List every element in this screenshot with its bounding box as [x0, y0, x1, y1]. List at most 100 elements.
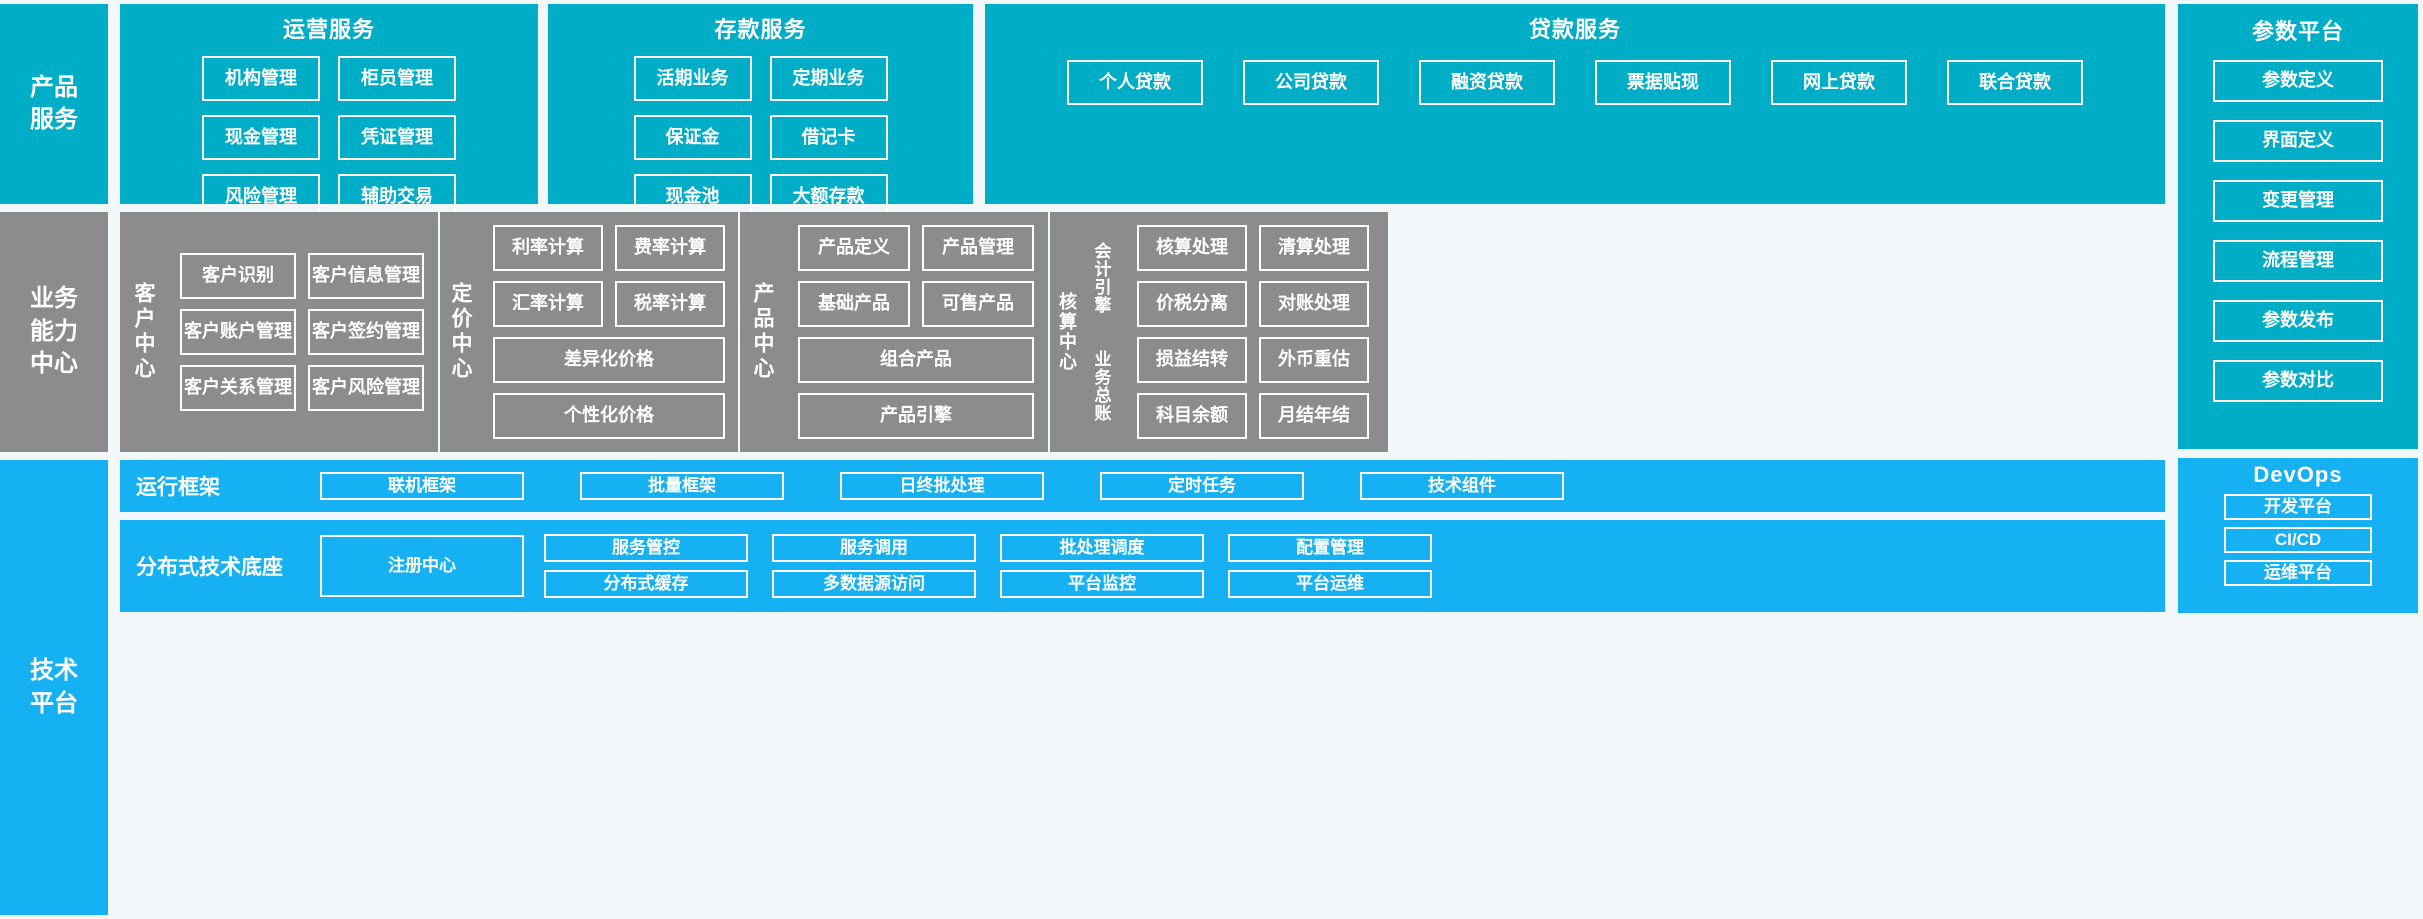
service-item-pingzhengguanli[interactable]: 凭证管理	[338, 115, 456, 160]
accounting-subgroup-label-engine: 会计引擎	[1091, 242, 1111, 314]
param-item-canshufabu[interactable]: 参数发布	[2213, 300, 2383, 342]
product-rail-line2: 服务	[30, 106, 78, 133]
base-column-4: 配置管理 平台运维	[1228, 534, 1432, 598]
panel-devops: DevOps 开发平台 CI/CD 运维平台	[2178, 458, 2418, 613]
base-item-fuwuguankong[interactable]: 服务管控	[544, 534, 748, 562]
group-title-operation: 运营服务	[282, 17, 375, 42]
param-item-liuchengguanli[interactable]: 流程管理	[2213, 240, 2383, 282]
center-customer: 客户中心 客户识别 客户信息管理 客户账户管理 客户签约管理 客户关系管理 客户…	[120, 212, 438, 452]
base-item-duoshujuyuanfangwen[interactable]: 多数据源访问	[772, 570, 976, 598]
pricing-item-gexinghuajiage[interactable]: 个性化价格	[493, 393, 725, 439]
group-deposit-service: 存款服务 活期业务 定期业务 保证金 借记卡 现金池 大额存款 结构性存款 账户…	[548, 4, 973, 337]
runtime-item-lianjikuangjia[interactable]: 联机框架	[320, 472, 524, 500]
service-item-jigouguanli[interactable]: 机构管理	[202, 56, 320, 101]
runtime-item-jishuzujian[interactable]: 技术组件	[1360, 472, 1564, 500]
accounting-subgroup-label-ledger: 业务总账	[1091, 350, 1111, 422]
pricing-item-shuilvjisuan[interactable]: 税率计算	[615, 281, 725, 327]
product-item-chanpinguanli[interactable]: 产品管理	[922, 225, 1034, 271]
service-item-rongzidaikuan[interactable]: 融资贷款	[1419, 60, 1555, 105]
accounting-item-waibichonggu[interactable]: 外币重估	[1259, 337, 1369, 383]
pricing-item-feilvjisuan[interactable]: 费率计算	[615, 225, 725, 271]
accounting-item-jiashuifenli[interactable]: 价税分离	[1137, 281, 1247, 327]
service-item-jijika[interactable]: 借记卡	[769, 115, 888, 160]
layer-rail-tech-platform: 技术 平台	[0, 460, 108, 915]
pricing-item-chayihuajiage[interactable]: 差异化价格	[493, 337, 725, 383]
accounting-item-yuejieniajie[interactable]: 月结年结	[1259, 393, 1369, 439]
accounting-item-sunyijiezhuan[interactable]: 损益结转	[1137, 337, 1247, 383]
customer-center-grid: 客户识别 客户信息管理 客户账户管理 客户签约管理 客户关系管理 客户风险管理	[166, 212, 438, 452]
business-capability-layer: 业务 能力 中心 客户中心 客户识别 客户信息管理 客户账户管理 客户签约管理 …	[0, 212, 2423, 452]
service-item-gerendaikuan[interactable]: 个人贷款	[1067, 60, 1203, 105]
center-product: 产品中心 产品定义 产品管理 基础产品 可售产品 组合产品 产品引擎	[740, 212, 1048, 452]
runtime-item-dingshirenwu[interactable]: 定时任务	[1100, 472, 1304, 500]
service-item-xianjinguanli[interactable]: 现金管理	[202, 115, 320, 160]
product-item-chanpindingyi[interactable]: 产品定义	[798, 225, 910, 271]
pricing-item-lilvjisuan[interactable]: 利率计算	[493, 225, 603, 271]
base-item-fenbushihuancun[interactable]: 分布式缓存	[544, 570, 748, 598]
product-item-keshouchanpin[interactable]: 可售产品	[922, 281, 1034, 327]
panel-parameter-platform: 参数平台 参数定义 界面定义 变更管理 流程管理 参数发布 参数对比	[2178, 4, 2418, 449]
group-title-deposit: 存款服务	[714, 17, 807, 42]
customer-item-kehuzhanghuguanli[interactable]: 客户账户管理	[180, 309, 296, 355]
biz-rail-line3: 中心	[30, 350, 78, 378]
service-item-baozhengjin[interactable]: 保证金	[633, 115, 752, 160]
band-distributed-base: 分布式技术底座 注册中心 服务管控 分布式缓存 服务调用 多数据源访问 批处理调…	[120, 520, 2165, 612]
operation-service-grid: 机构管理 柜员管理 现金管理 凭证管理 风险管理 辅助交易	[120, 44, 538, 219]
base-column-3: 批处理调度 平台监控	[1000, 534, 1204, 598]
loan-service-grid: 个人贷款 公司贷款 融资贷款 票据贴现 网上贷款 联合贷款	[985, 44, 2165, 105]
group-loan-service: 贷款服务 个人贷款 公司贷款 融资贷款 票据贴现 网上贷款 联合贷款	[985, 4, 2165, 204]
accounting-item-qingsuanchuli[interactable]: 清算处理	[1259, 225, 1369, 271]
service-item-piaojutiexian[interactable]: 票据贴现	[1595, 60, 1731, 105]
base-item-pingtaiyunwei[interactable]: 平台运维	[1228, 570, 1432, 598]
layer-rail-product-service: 产品 服务	[0, 4, 108, 204]
customer-item-kehuxinxiguanli[interactable]: 客户信息管理	[308, 253, 424, 299]
center-label-customer: 客户中心	[132, 282, 155, 382]
center-label-accounting: 核算中心	[1057, 292, 1077, 372]
param-item-biangengguanli[interactable]: 变更管理	[2213, 180, 2383, 222]
accounting-item-hesuanchuli[interactable]: 核算处理	[1137, 225, 1247, 271]
product-service-layer: 产品 服务 运营服务 机构管理 柜员管理 现金管理 凭证管理 风险管理 辅助交易…	[0, 4, 2423, 337]
band-runtime-framework: 运行框架 联机框架 批量框架 日终批处理 定时任务 技术组件	[120, 460, 2165, 512]
base-item-zhucezhongxin[interactable]: 注册中心	[320, 535, 524, 597]
service-item-dingqiyewu[interactable]: 定期业务	[769, 56, 888, 101]
devops-item-kaifapingtai[interactable]: 开发平台	[2224, 494, 2372, 520]
base-item-peizhiguanli[interactable]: 配置管理	[1228, 534, 1432, 562]
runtime-item-rizhongpichuli[interactable]: 日终批处理	[840, 472, 1044, 500]
accounting-center-grid: 核算处理 清算处理 价税分离 对账处理 损益结转 外币重估 科目余额 月结年结	[1118, 212, 1388, 452]
customer-item-kehushibie[interactable]: 客户识别	[180, 253, 296, 299]
panel-title-devops: DevOps	[2253, 462, 2343, 487]
product-item-chanpinyinqing[interactable]: 产品引擎	[798, 393, 1034, 439]
pricing-item-huilvjisuan[interactable]: 汇率计算	[493, 281, 603, 327]
center-label-product: 产品中心	[751, 282, 774, 382]
customer-item-kehuqianyueguanli[interactable]: 客户签约管理	[308, 309, 424, 355]
service-item-huoqiyewu[interactable]: 活期业务	[633, 56, 752, 101]
param-item-jiemiandingyi[interactable]: 界面定义	[2213, 120, 2383, 162]
tech-rail-line2: 平台	[30, 689, 78, 717]
devops-item-cicd[interactable]: CI/CD	[2224, 527, 2372, 553]
runtime-item-piliangkuangjia[interactable]: 批量框架	[580, 472, 784, 500]
base-item-pichulidiaodu[interactable]: 批处理调度	[1000, 534, 1204, 562]
biz-rail-line2: 能力	[30, 317, 78, 345]
tech-rail-line1: 技术	[30, 657, 78, 685]
service-item-guiyuanguanli[interactable]: 柜员管理	[338, 56, 456, 101]
customer-item-kehufengxianguanli[interactable]: 客户风险管理	[308, 365, 424, 411]
customer-item-kehuguanxiguanli[interactable]: 客户关系管理	[180, 365, 296, 411]
base-item-fuwudiaoyong[interactable]: 服务调用	[772, 534, 976, 562]
product-item-zuhechanpin[interactable]: 组合产品	[798, 337, 1034, 383]
devops-item-yunweipingtai[interactable]: 运维平台	[2224, 560, 2372, 586]
center-pricing: 定价中心 利率计算 费率计算 汇率计算 税率计算 差异化价格 个性化价格	[440, 212, 738, 452]
service-item-gongsidaikuan[interactable]: 公司贷款	[1243, 60, 1379, 105]
base-column-2: 服务调用 多数据源访问	[772, 534, 976, 598]
accounting-subgroups: 会计引擎 业务总账 核算处理 清算处理 价税分离 对账处理 损益结转 外币重估 …	[1084, 212, 1388, 452]
panel-title-parameter-platform: 参数平台	[2251, 19, 2344, 44]
accounting-item-kemuyue[interactable]: 科目余额	[1137, 393, 1247, 439]
service-item-wangshangdaikuan[interactable]: 网上贷款	[1771, 60, 1907, 105]
param-item-canshuduibi[interactable]: 参数对比	[2213, 360, 2383, 402]
product-item-jichuchanpin[interactable]: 基础产品	[798, 281, 910, 327]
service-item-lianhedaikuan[interactable]: 联合贷款	[1947, 60, 2083, 105]
param-item-cansudingyi[interactable]: 参数定义	[2213, 60, 2383, 102]
accounting-item-duizhangchuli[interactable]: 对账处理	[1259, 281, 1369, 327]
base-item-pingtaijiankong[interactable]: 平台监控	[1000, 570, 1204, 598]
center-label-pricing: 定价中心	[449, 282, 472, 382]
